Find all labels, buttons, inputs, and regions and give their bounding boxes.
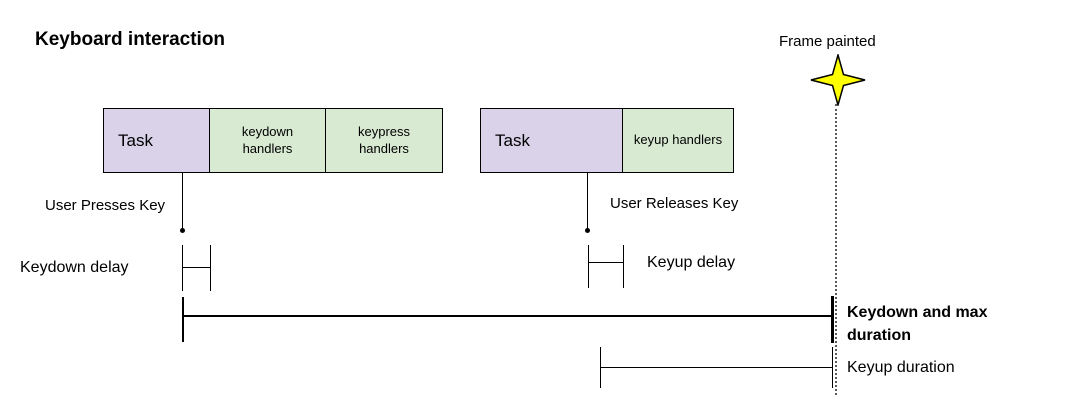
release-event-dot	[585, 228, 590, 233]
keyup-task-segment: Task	[480, 108, 623, 173]
release-event-line	[587, 173, 588, 229]
keyup-delay-label: Keyup delay	[647, 254, 736, 271]
keyup-duration-tick-end	[832, 347, 833, 388]
task-label: Task	[118, 130, 153, 150]
press-event-dot	[180, 228, 185, 233]
keyup-duration-span-line	[601, 367, 833, 368]
keypress-handlers-label: keypress handlers	[357, 123, 411, 156]
keydown-delay-tick-end	[210, 245, 211, 291]
task-label: Task	[495, 130, 530, 150]
keydown-task-bar: Task keydown handlers keypress handlers	[103, 108, 443, 173]
press-event-label: User Presses Key	[45, 197, 166, 214]
keydown-duration-span-line	[183, 315, 833, 317]
keyup-task-bar: Task keyup handlers	[480, 108, 734, 173]
keyup-handlers-label: keyup handlers	[633, 132, 723, 148]
keydown-delay-tick-start	[182, 245, 183, 291]
keyup-handlers-segment: keyup handlers	[622, 108, 734, 173]
diagram-title: Keyboard interaction	[35, 29, 226, 50]
keyup-delay-tick-start	[588, 245, 589, 288]
frame-paint-time-dotted-line	[835, 104, 837, 395]
keyup-delay-tick-end	[623, 245, 624, 288]
keyup-delay-span-line	[588, 262, 623, 263]
keydown-handlers-segment: keydown handlers	[209, 108, 326, 173]
keydown-handlers-label: keydown handlers	[241, 123, 294, 156]
keydown-duration-label: Keydown and max duration	[847, 304, 988, 344]
release-event-label: User Releases Key	[610, 195, 739, 212]
four-point-star-icon	[810, 54, 866, 106]
press-event-line	[182, 173, 183, 229]
keydown-duration-tick-start	[182, 297, 184, 342]
keydown-delay-label: Keydown delay	[20, 259, 129, 276]
keydown-task-segment: Task	[103, 108, 210, 173]
keypress-handlers-segment: keypress handlers	[325, 108, 443, 173]
keyup-duration-tick-start	[600, 347, 601, 388]
keydown-duration-tick-end	[831, 296, 834, 343]
frame-painted-label: Frame painted	[779, 33, 876, 50]
keyup-duration-label: Keyup duration	[847, 359, 955, 376]
keydown-delay-span-line	[182, 267, 210, 268]
